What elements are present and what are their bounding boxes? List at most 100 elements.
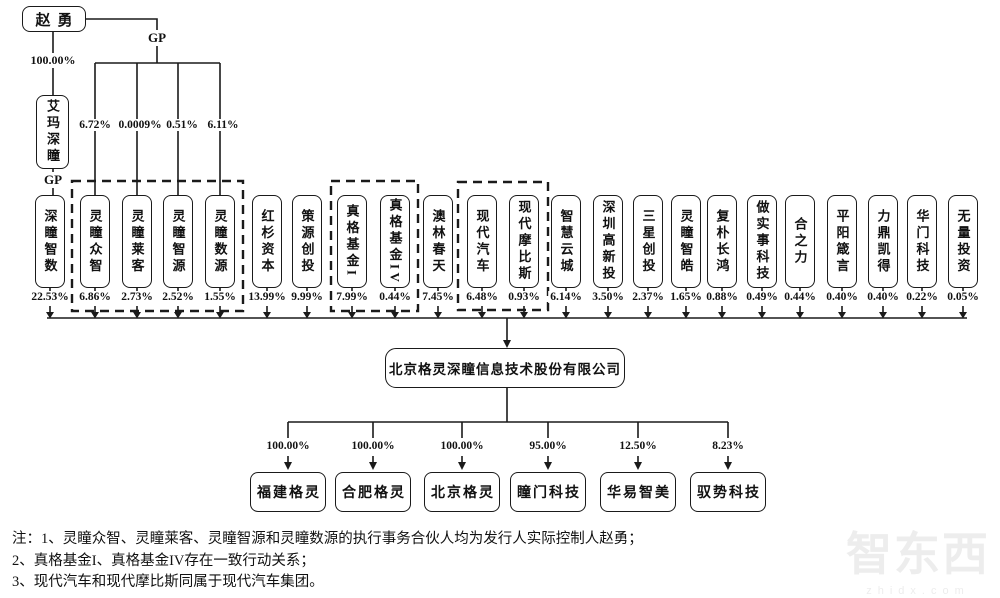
subsidiary-pct-1: 100.00%: [264, 440, 312, 452]
subsidiary-name: 瞳门科技: [517, 486, 581, 501]
shareholder-name: 华门科技: [914, 208, 930, 275]
shareholder-box-12: 现代摩比斯: [509, 195, 539, 288]
shareholder-name: 真格基金IV: [387, 197, 403, 286]
footnote-3: 3、现代汽车和现代摩比斯同属于现代汽车集团。: [12, 574, 324, 590]
shareholder-name: 现代汽车: [474, 208, 490, 275]
actual-controller-name: 赵勇: [35, 12, 80, 29]
shareholder-pct-21: 0.40%: [865, 291, 901, 303]
shareholder-box-14: 深圳高新投: [593, 195, 623, 288]
shareholder-box-15: 三星创投: [633, 195, 663, 288]
shareholder-pct-9: 0.44%: [377, 291, 413, 303]
shareholder-pct-16: 1.65%: [668, 291, 704, 303]
shareholder-box-19: 合之力: [785, 195, 815, 288]
shareholder-name: 真格基金I: [344, 204, 360, 279]
shareholder-name: 三星创投: [640, 208, 656, 275]
subsidiary-pct-4: 95.00%: [527, 440, 569, 452]
gp-branch-pct-2: 0.0009%: [116, 119, 164, 131]
shareholder-box-8: 真格基金I: [337, 195, 367, 288]
shareholder-name: 现代摩比斯: [516, 200, 532, 283]
shareholder-box-4: 灵瞳智源: [163, 195, 193, 288]
shareholder-name: 灵瞳智源: [170, 208, 186, 275]
shareholder-name: 策源创投: [299, 208, 315, 275]
shareholder-box-13: 智慧云城: [551, 195, 581, 288]
subsidiary-pct-6: 8.23%: [710, 440, 746, 452]
shareholder-box-7: 策源创投: [292, 195, 322, 288]
shareholder-box-18: 做实事科技: [747, 195, 777, 288]
shareholder-box-2: 灵瞳众智: [80, 195, 110, 288]
shareholder-box-11: 现代汽车: [467, 195, 497, 288]
gp-label-left: GP: [40, 172, 66, 188]
shareholder-pct-4: 2.52%: [160, 291, 196, 303]
subsidiary-box-1: 福建格灵: [250, 472, 326, 512]
shareholder-pct-13: 6.14%: [548, 291, 584, 303]
subsidiary-pct-2: 100.00%: [349, 440, 397, 452]
shareholder-box-3: 灵瞳莱客: [122, 195, 152, 288]
subsidiary-pct-3: 100.00%: [438, 440, 486, 452]
shareholder-pct-23: 0.05%: [945, 291, 981, 303]
shareholder-box-1: 深瞳智数: [35, 195, 65, 288]
arrowheads: [46, 312, 967, 470]
shareholder-pct-11: 6.48%: [464, 291, 500, 303]
dashed-group-zhenge-funds: [329, 179, 420, 313]
shareholder-name: 无量投资: [955, 208, 971, 275]
shareholder-pct-10: 7.45%: [420, 291, 456, 303]
shareholder-pct-2: 6.86%: [77, 291, 113, 303]
shareholder-box-10: 澳林春天: [423, 195, 453, 288]
gp-branch-pct-1: 6.72%: [77, 119, 113, 131]
shareholder-pct-1: 22.53%: [29, 291, 71, 303]
shareholder-pct-20: 0.40%: [824, 291, 860, 303]
shareholder-name: 灵瞳众智: [87, 208, 103, 275]
aima-holding-pct: 100.00%: [28, 53, 78, 68]
subsidiary-pct-5: 12.50%: [617, 440, 659, 452]
shareholder-name: 红杉资本: [259, 208, 275, 275]
shareholder-pct-8: 7.99%: [334, 291, 370, 303]
shareholder-name: 做实事科技: [754, 200, 770, 283]
gp-branch-pct-4: 6.11%: [205, 119, 241, 131]
shareholder-pct-7: 9.99%: [289, 291, 325, 303]
shareholder-pct-12: 0.93%: [506, 291, 542, 303]
shareholder-box-23: 无量投资: [948, 195, 978, 288]
node-aima-shentong: 艾玛深瞳: [36, 95, 69, 169]
shareholder-name: 灵瞳智皓: [678, 208, 694, 275]
shareholder-name: 智慧云城: [558, 208, 574, 275]
subsidiary-name: 驭势科技: [697, 486, 761, 501]
subsidiary-name: 福建格灵: [257, 486, 321, 501]
shareholder-box-16: 灵瞳智皓: [671, 195, 701, 288]
shareholder-pct-3: 2.73%: [119, 291, 155, 303]
subsidiary-name: 北京格灵: [431, 486, 495, 501]
shareholder-pct-19: 0.44%: [782, 291, 818, 303]
shareholder-pct-15: 2.37%: [630, 291, 666, 303]
footnote-1: 注：1、灵瞳众智、灵瞳莱客、灵瞳智源和灵瞳数源的执行事务合伙人均为发行人实际控制…: [12, 531, 643, 547]
shareholder-pct-14: 3.50%: [590, 291, 626, 303]
node-issuer-company: 北京格灵深瞳信息技术股份有限公司: [385, 348, 625, 388]
gp-branch-pct-3: 0.51%: [164, 119, 200, 131]
subsidiary-box-3: 北京格灵: [424, 472, 500, 512]
shareholder-pct-6: 13.99%: [246, 291, 288, 303]
shareholder-name: 平阳箴言: [834, 208, 850, 275]
shareholder-pct-17: 0.88%: [704, 291, 740, 303]
shareholder-name: 灵瞳莱客: [129, 208, 145, 275]
shareholder-name: 复朴长鸿: [714, 208, 730, 275]
aima-name: 艾玛深瞳: [45, 99, 60, 165]
shareholder-name: 合之力: [792, 216, 808, 267]
footnotes: 注：1、灵瞳众智、灵瞳莱客、灵瞳智源和灵瞳数源的执行事务合伙人均为发行人实际控制…: [12, 529, 643, 594]
watermark: 智东西 zhidx.com: [846, 518, 990, 597]
subsidiary-box-5: 华易智美: [600, 472, 676, 512]
subsidiary-name: 合肥格灵: [342, 486, 406, 501]
shareholder-box-17: 复朴长鸿: [707, 195, 737, 288]
shareholder-pct-22: 0.22%: [904, 291, 940, 303]
shareholder-pct-18: 0.49%: [744, 291, 780, 303]
dashed-group-hyundai: [456, 180, 550, 312]
shareholder-name: 深瞳智数: [42, 208, 58, 275]
shareholder-box-20: 平阳箴言: [827, 195, 857, 288]
shareholder-name: 灵瞳数源: [212, 208, 228, 275]
shareholder-name: 深圳高新投: [600, 200, 616, 283]
footnote-2: 2、真格基金I、真格基金IV存在一致行动关系；: [12, 552, 315, 569]
watermark-brand-logo: 智东西: [846, 528, 990, 580]
gp-label-top: GP: [144, 30, 170, 46]
shareholder-box-22: 华门科技: [907, 195, 937, 288]
subsidiary-name: 华易智美: [607, 486, 671, 501]
shareholder-box-21: 力鼎凯得: [868, 195, 898, 288]
shareholder-pct-5: 1.55%: [202, 291, 238, 303]
